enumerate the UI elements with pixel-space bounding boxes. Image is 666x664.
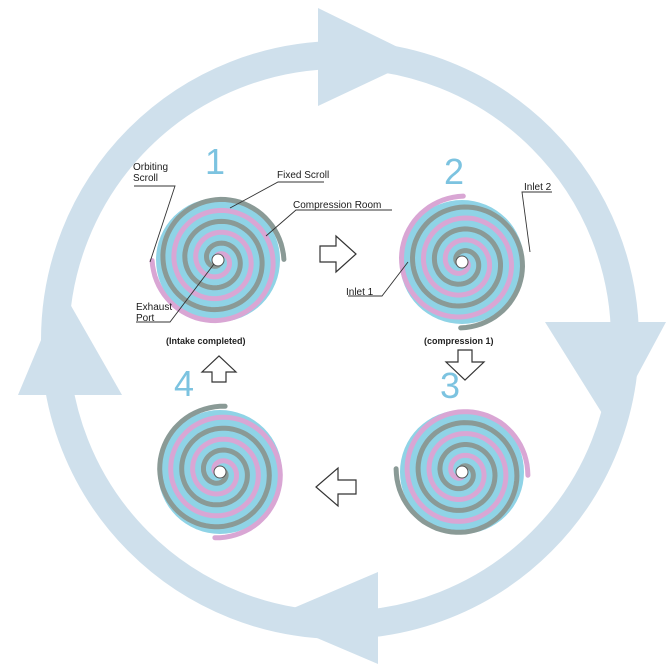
- label-inlet-1: Inlet 1: [346, 287, 374, 298]
- cycle-arrowhead-left: [18, 290, 122, 395]
- label-inlet-2: Inlet 2: [524, 182, 552, 193]
- cycle-arrowhead-top: [318, 8, 420, 106]
- label-exhaust-port: Exhaust Port: [136, 302, 173, 324]
- stage-caption-1: (Intake completed): [166, 336, 246, 346]
- stage-number-4: 4: [174, 363, 195, 404]
- cycle-arrowhead-bottom: [270, 572, 378, 664]
- exhaust-port-hole: [211, 253, 225, 267]
- leader-inlet-2: [521, 191, 552, 253]
- cycle-arrowhead-right: [545, 322, 666, 426]
- stage-number-1: 1: [205, 141, 226, 182]
- label-fixed-scroll: Fixed Scroll: [277, 170, 330, 181]
- leader-inlet-1: [348, 261, 409, 297]
- fixed-scroll-wrap: [168, 414, 283, 541]
- leader-exhaust-port: [136, 263, 215, 323]
- exhaust-port-hole: [455, 255, 469, 269]
- leader-orbiting-scroll: [134, 185, 176, 263]
- exhaust-port-hole: [455, 465, 469, 479]
- fixed-scroll-wrap: [149, 207, 276, 324]
- cycle-ring: [41, 41, 639, 639]
- flow-arrow-3-to-4: [315, 466, 357, 508]
- scroll-stage-4: [157, 403, 283, 541]
- flow-arrow-4-to-1: [200, 355, 238, 383]
- flow-arrow-1-to-2: [319, 234, 357, 274]
- scroll-stage-1: [149, 196, 287, 324]
- scroll-stage-2: [398, 193, 526, 331]
- flow-arrow-2-to-3: [444, 349, 486, 381]
- stage-caption-2: (compression 1): [424, 336, 494, 346]
- leader-fixed-scroll: [229, 181, 324, 209]
- fixed-scroll-wrap: [398, 193, 515, 320]
- label-compression-room: Compression Room: [293, 200, 382, 211]
- fixed-scroll-wrap: [404, 409, 531, 524]
- stage-number-2: 2: [444, 151, 465, 192]
- label-orbiting-scroll: Orbiting Scroll: [133, 162, 169, 184]
- orbiting-scroll-wrap: [160, 196, 287, 313]
- stage-number-3: 3: [440, 365, 461, 406]
- orbiting-scroll-wrap: [157, 403, 272, 530]
- orbiting-scroll-wrap: [409, 204, 526, 331]
- leader-compression-room: [265, 209, 392, 237]
- scroll-stage-3: [393, 409, 531, 535]
- exhaust-port-hole: [213, 465, 227, 479]
- orbiting-scroll-wrap: [393, 420, 520, 535]
